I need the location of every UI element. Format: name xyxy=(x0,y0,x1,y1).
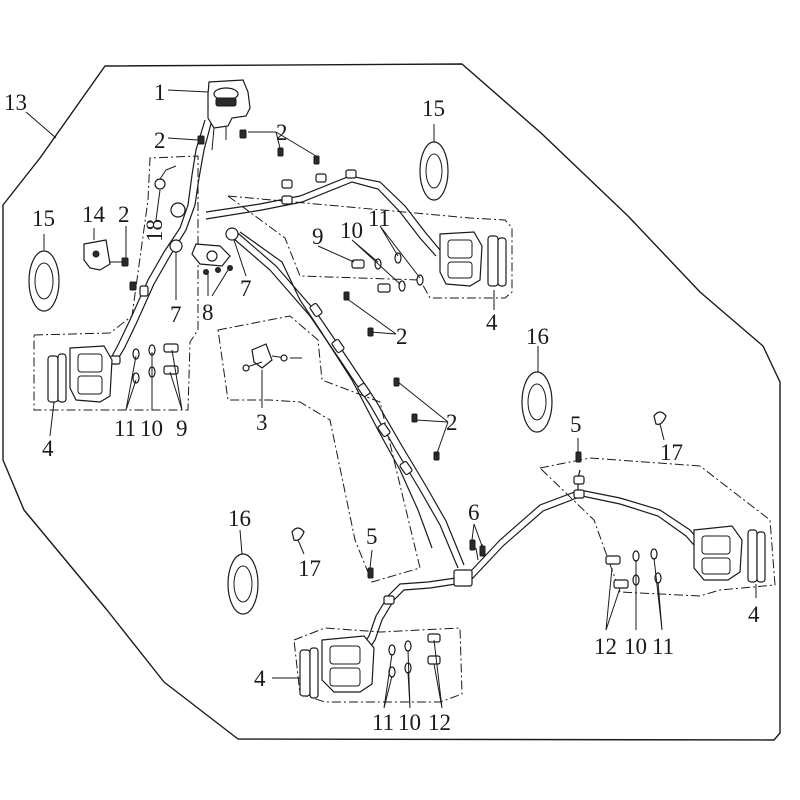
assembly-boundary xyxy=(2,63,781,741)
bolts-rear-left xyxy=(388,633,441,678)
brake-valve-part-18 xyxy=(154,165,177,190)
callout-11-rear-right: 11 xyxy=(652,634,674,659)
callout-15-right: 15 xyxy=(422,96,445,121)
brake-disc-15-left xyxy=(28,250,60,312)
main-down-line-b xyxy=(231,227,465,566)
callout-7-left: 7 xyxy=(170,302,182,327)
rear-right-line-b xyxy=(471,495,701,580)
front-left-caliper-group-outline xyxy=(33,155,199,411)
callout-4-rear-left: 4 xyxy=(254,666,266,691)
callout-10-right: 10 xyxy=(340,218,363,243)
callout-14: 14 xyxy=(82,202,106,227)
callout-13: 13 xyxy=(4,90,27,115)
hose-junction-group-outline xyxy=(217,315,421,583)
caliper-rear-right xyxy=(693,525,766,583)
master-cylinder-reservoir xyxy=(207,79,251,151)
callout-2-upper: 2 xyxy=(276,120,288,145)
callout-7-right: 7 xyxy=(240,276,252,301)
brake-disc-15-right xyxy=(419,141,449,201)
callout-9-left: 9 xyxy=(176,416,188,441)
callout-11-left: 11 xyxy=(114,416,136,441)
small-screws xyxy=(121,129,582,579)
callout-12-right: 12 xyxy=(594,634,617,659)
left-down-line xyxy=(239,231,433,549)
callout-4-rear-right: 4 xyxy=(748,602,760,627)
caliper-rear-left xyxy=(299,635,375,699)
clip-17-left xyxy=(291,527,305,541)
bolts-front-left xyxy=(132,343,179,384)
callout-6: 6 xyxy=(468,500,480,525)
callout-3: 3 xyxy=(256,410,268,435)
callout-15-left: 15 xyxy=(32,206,55,231)
hose-bracket xyxy=(83,239,124,271)
callout-2-left: 2 xyxy=(118,202,130,227)
callout-10-rear-right: 10 xyxy=(624,634,647,659)
callout-17-left: 17 xyxy=(298,556,321,581)
callout-16-right: 16 xyxy=(526,324,549,349)
callout-12-left: 12 xyxy=(428,710,451,735)
bolts-front-right xyxy=(351,252,424,293)
main-down-line xyxy=(225,231,459,569)
callout-2-mid: 2 xyxy=(396,324,408,349)
callout-10-rear-left: 10 xyxy=(398,710,421,735)
callout-16-left: 16 xyxy=(228,506,251,531)
callout-17-right: 17 xyxy=(660,440,683,465)
brake-disc-16-right xyxy=(521,371,553,433)
master-line-left xyxy=(109,119,206,361)
rear-left-caliper-group-outline xyxy=(293,627,463,703)
callout-11-rear-left: 11 xyxy=(372,710,394,735)
upper-cross-line-b xyxy=(205,181,437,257)
caliper-front-right xyxy=(439,231,507,287)
callout-11-right: 11 xyxy=(368,206,390,231)
callout-2-top: 2 xyxy=(154,128,166,153)
leader-lines xyxy=(25,89,757,709)
callout-9-right: 9 xyxy=(312,224,324,249)
callout-18: 18 xyxy=(142,219,167,242)
callout-8: 8 xyxy=(202,300,214,325)
clip-17-right xyxy=(653,411,667,425)
hose-joints xyxy=(109,169,585,605)
callout-4-front-left: 4 xyxy=(42,436,54,461)
callout-5-left: 5 xyxy=(366,524,378,549)
callout-10-left: 10 xyxy=(140,416,163,441)
caliper-front-left xyxy=(47,345,113,403)
callout-4-front-right: 4 xyxy=(486,310,498,335)
rear-right-caliper-group-outline xyxy=(538,457,776,597)
callout-5-right: 5 xyxy=(570,412,582,437)
front-right-caliper-group-outline xyxy=(226,195,513,299)
brake-disc-16-left xyxy=(227,553,259,615)
rear-right-line xyxy=(469,489,706,573)
callout-2-lower: 2 xyxy=(446,410,458,435)
bolts-rear-right xyxy=(605,548,662,589)
hose-junction-fitting xyxy=(242,343,302,372)
callout-1: 1 xyxy=(154,80,166,105)
upper-fitting-cluster xyxy=(169,202,239,275)
upper-cross-line xyxy=(205,175,441,251)
